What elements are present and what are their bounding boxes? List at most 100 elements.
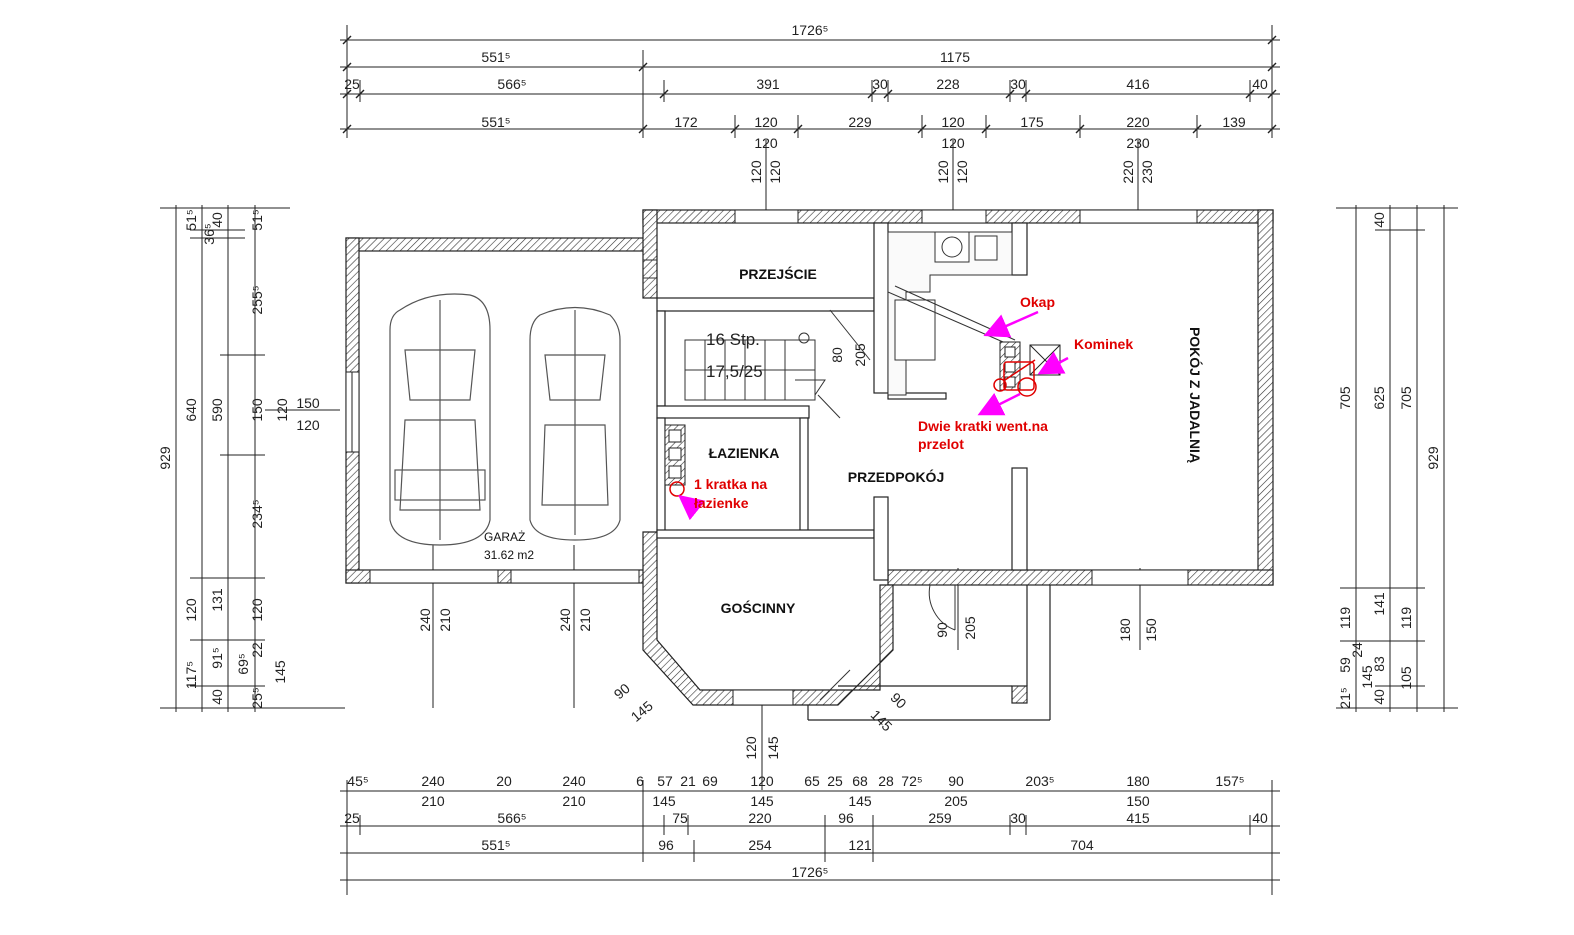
bottom-dim-label: 90 (948, 773, 964, 789)
bath-vent-note-line1: 1 kratka na (694, 476, 767, 492)
bottom-dim-label: 704 (1070, 837, 1094, 853)
bottom-dim-label: 180 (1126, 773, 1150, 789)
interior-dim-label: 180 (1117, 618, 1133, 642)
left-dim-label: 255⁵ (249, 285, 265, 314)
bottom-dim-label: 145 (652, 793, 676, 809)
left-dim-label: 590 (209, 398, 225, 422)
living-dining-label: POKÓJ Z JADALNIĄ (1187, 327, 1204, 463)
left-dim-label: 640 (183, 398, 199, 422)
left-dim-label: 40 (209, 212, 225, 228)
bottom-dim-label: 157⁵ (1215, 773, 1244, 789)
right-dim-label: 83 (1371, 656, 1387, 672)
bottom-dim-label: 210 (421, 793, 445, 809)
bottom-dim-label: 96 (838, 810, 854, 826)
bottom-dim-label: 566⁵ (497, 810, 526, 826)
left-dim-label: 51⁵ (183, 209, 199, 230)
bottom-dim-label: 240 (421, 773, 445, 789)
bath-vent-note-line2: łazienke (694, 495, 749, 511)
opening-dim-label: 230 (1139, 160, 1155, 184)
left-dim-label: 150 (296, 395, 320, 411)
right-dim-label: 119 (1398, 607, 1414, 630)
top-total-width: 1726⁵ (792, 22, 829, 38)
exterior-walls (345, 209, 1274, 706)
left-dim-label: 120 (183, 598, 199, 622)
bottom-dim-label: 21 (680, 773, 696, 789)
bottom-dim-label: 551⁵ (481, 837, 510, 853)
left-dim-label: 117⁵ (183, 661, 199, 689)
bottom-dim-label: 205 (944, 793, 968, 809)
top-dim-label: 120 (754, 114, 778, 130)
vents-note-line2: przelot (918, 436, 964, 452)
left-dim-label: 150 (249, 398, 265, 422)
bottom-dim-label: 28 (878, 773, 894, 789)
interior-dim-label: 210 (437, 608, 453, 632)
bottom-dim-label: 415 (1126, 810, 1150, 826)
bottom-dim-label: 145 (848, 793, 872, 809)
bottom-dim-label: 25 (827, 773, 843, 789)
top-dimension-labels: 1726⁵ 551⁵ 1175 25 566⁵ 391 30 228 30 41… (344, 22, 1268, 184)
bottom-dim-label: 240 (562, 773, 586, 789)
left-dim-label: 120 (249, 598, 265, 622)
bottom-dim-label: 6 (636, 773, 644, 789)
top-dim-label: 391 (756, 76, 780, 92)
top-dim-label: 551⁵ (481, 114, 510, 130)
right-dim-label: 40 (1371, 212, 1387, 228)
hood-note: Okap (1020, 294, 1055, 310)
interior-dim-label: 205 (852, 343, 868, 367)
bottom-dim-label: 150 (1126, 793, 1150, 809)
staircase (684, 309, 871, 419)
interior-walls (656, 222, 1028, 581)
right-dim-label: 119 (1337, 607, 1353, 630)
hall-label: PRZEDPOKÓJ (848, 468, 944, 485)
interior-dim-label: 240 (557, 608, 573, 632)
right-dim-label: 21⁵ (1337, 687, 1353, 708)
top-dim-label: 40 (1252, 76, 1268, 92)
left-dim-label: 145 (272, 660, 288, 684)
bottom-dim-label: 259 (928, 810, 952, 826)
interior-dim-label: 205 (962, 616, 978, 640)
opening-dim-label: 120 (935, 160, 951, 184)
passage-label: PRZEJŚCIE (739, 265, 817, 282)
top-dim-label: 172 (674, 114, 698, 130)
interior-dim-label: 150 (1143, 618, 1159, 642)
left-dim-label: 22 (249, 642, 265, 658)
bottom-dim-label: 220 (748, 810, 772, 826)
left-dimension-lines (160, 205, 345, 712)
right-dimension-lines (1336, 205, 1458, 712)
bottom-dim-label: 96 (658, 837, 674, 853)
annotation-arrows (678, 310, 1069, 521)
right-dim-label: 705 (1398, 386, 1414, 410)
interior-dim-label: 145 (765, 736, 781, 760)
stairs-ratio: 17,5/25 (706, 362, 763, 381)
bottom-dim-label: 75 (672, 810, 688, 826)
left-dim-label: 40 (209, 689, 225, 705)
vents-note-line1: Dwie kratki went.na (918, 418, 1048, 434)
garage-label: GARAŻ (484, 530, 525, 544)
top-dim-label: 30 (1010, 76, 1026, 92)
top-dim-label: 175 (1020, 114, 1044, 130)
interior-dim-label: 90 (611, 680, 633, 702)
top-dim-label: 229 (848, 114, 872, 130)
opening-dim-label: 120 (754, 135, 778, 151)
guest-room-label: GOŚCINNY (721, 599, 796, 616)
top-dim-label: 566⁵ (497, 76, 526, 92)
bottom-total-width: 1726⁵ (792, 864, 829, 880)
interior-dim-label: 90 (934, 622, 950, 638)
left-dim-label: 120 (274, 398, 290, 422)
terrace-outline (807, 585, 1051, 721)
left-dim-label: 69⁵ (235, 653, 251, 674)
interior-dim-label: 210 (577, 608, 593, 632)
opening-dim-label: 230 (1126, 135, 1150, 151)
top-dim-label: 120 (941, 114, 965, 130)
bathroom-label: ŁAZIENKA (709, 445, 780, 461)
right-dim-label: 105 (1398, 666, 1414, 690)
opening-dim-label: 120 (748, 160, 764, 184)
interior-dim-label: 90 (887, 689, 909, 711)
opening-dim-label: 120 (954, 160, 970, 184)
top-dim-label: 25 (344, 76, 360, 92)
left-dim-label: 51⁵ (249, 209, 265, 230)
right-dimension-labels: 705 625 705 929 40 119 141 119 105 83 14… (1337, 212, 1441, 709)
left-dim-label: 36⁵ (201, 223, 217, 244)
right-dim-label: 145 (1359, 665, 1375, 689)
top-dimension-lines (340, 25, 1280, 220)
